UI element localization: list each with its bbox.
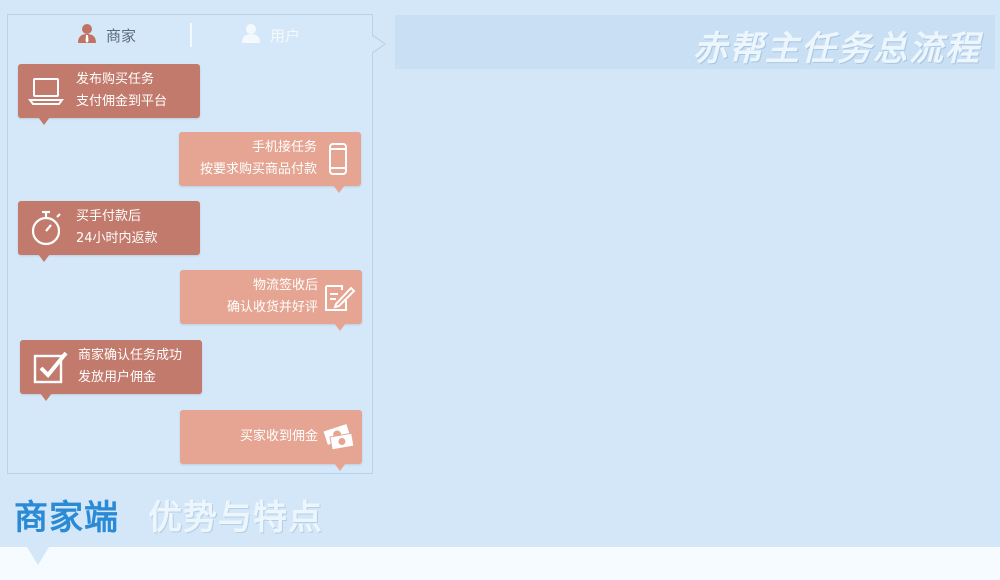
step-6-tail (334, 463, 346, 471)
panel-pointer-inner (371, 35, 384, 53)
step-2-line-1: 手机接任务 (251, 140, 317, 155)
step-1-line-2: 支付佣金到平台 (76, 94, 168, 109)
user-label: 用户 (270, 26, 301, 45)
step-1-line-1: 发布购买任务 (76, 72, 155, 87)
step-5-line-1: 商家确认任务成功 (78, 348, 183, 363)
step-4-line-1: 物流签收后 (252, 278, 318, 293)
step-1-tail (38, 117, 50, 125)
section-pointer (27, 547, 49, 565)
step-4-tail (334, 323, 346, 331)
edit-document-icon (322, 280, 356, 322)
user-icon (240, 22, 262, 48)
role-user: 用户 (240, 23, 300, 47)
checkbox-icon (32, 348, 70, 394)
title-banner: 赤帮主任务总流程 (395, 15, 995, 69)
laptop-icon (28, 76, 64, 114)
step-3-line-2: 24小时内返款 (76, 231, 158, 246)
money-icon (322, 422, 356, 460)
section-heading-advantages: 优势与特点 (148, 498, 323, 538)
step-card-5: 商家确认任务成功 发放用户佣金 (20, 340, 202, 401)
phone-icon (327, 142, 349, 184)
stopwatch-icon (30, 209, 64, 255)
step-3-line-1: 买手付款后 (76, 209, 142, 224)
step-card-2: 手机接任务 按要求购买商品付款 (179, 132, 361, 193)
merchant-icon (76, 22, 98, 48)
step-card-3: 买手付款后 24小时内返款 (18, 201, 200, 262)
step-2-line-2: 按要求购买商品付款 (199, 162, 317, 177)
step-card-4: 物流签收后 确认收货并好评 (180, 270, 362, 331)
content-band (0, 547, 1000, 580)
step-3-tail (38, 254, 50, 262)
section-heading-merchant: 商家端 (14, 498, 119, 538)
step-card-1: 发布购买任务 支付佣金到平台 (18, 64, 200, 125)
step-2-tail (333, 185, 345, 193)
role-merchant: 商家 (76, 23, 136, 47)
step-5-line-2: 发放用户佣金 (78, 370, 157, 385)
role-divider (190, 23, 192, 47)
step-4-line-2: 确认收货并好评 (226, 300, 318, 315)
step-5-tail (40, 393, 52, 401)
step-6-line-1: 买家收到佣金 (239, 429, 318, 444)
step-card-6: 买家收到佣金 (180, 410, 362, 471)
page-title: 赤帮主任务总流程 (693, 29, 981, 69)
merchant-label: 商家 (106, 26, 137, 45)
